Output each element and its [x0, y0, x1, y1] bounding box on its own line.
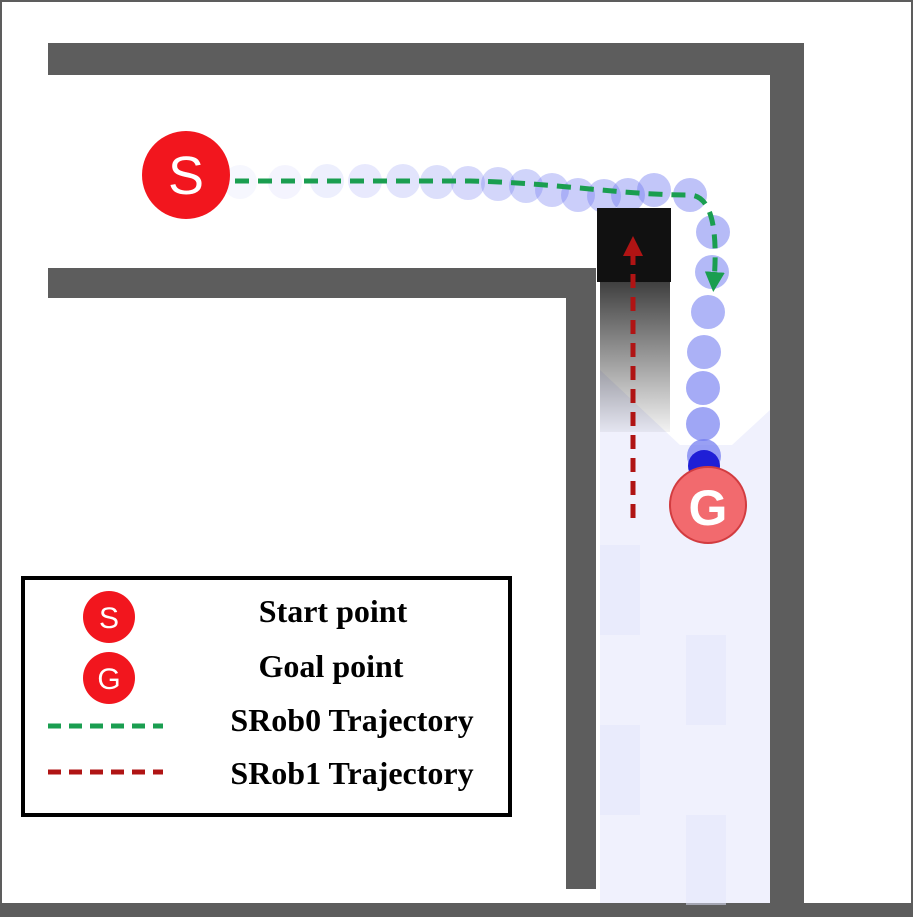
start-marker-letter: S: [168, 146, 204, 206]
trail-ghost: [687, 335, 721, 369]
legend-start-icon: [83, 591, 135, 643]
legend-goal-icon: [83, 652, 135, 704]
frame-bottom-edge: [0, 903, 913, 917]
trail-ghost: [695, 255, 729, 289]
trail-ghost: [420, 165, 454, 199]
trail-ghost: [348, 164, 382, 198]
legend-label-goal: Goal point: [259, 648, 404, 684]
legend: S Start point G Goal point SRob0 Traject…: [21, 576, 512, 817]
goal-marker-circle: [669, 466, 747, 544]
wall-inner-horizontal: [48, 268, 596, 298]
goal-marker: G: [669, 466, 747, 544]
trail-ghost: [686, 371, 720, 405]
trail-ghost: [686, 407, 720, 441]
sensor-cone: [600, 370, 770, 903]
goal-marker-letter: G: [689, 480, 728, 536]
start-marker: S: [142, 131, 230, 219]
legend-label-start: Start point: [259, 593, 408, 629]
legend-start-letter: S: [99, 602, 119, 635]
legend-goal-letter: G: [97, 663, 120, 696]
trail-ghost: [611, 178, 645, 212]
trail-ghost: [637, 173, 671, 207]
trail-ghost: [696, 215, 730, 249]
walls: [48, 43, 804, 903]
wall-inner-vertical: [566, 268, 596, 889]
legend-label-srob1: SRob1 Trajectory: [230, 755, 473, 791]
srob1-body: [597, 208, 671, 282]
trail-ghost: [535, 173, 569, 207]
legend-label-srob0: SRob0 Trajectory: [230, 702, 473, 738]
trail-ghost: [587, 179, 621, 213]
trail-ghost: [691, 295, 725, 329]
srob0-trajectory: [212, 178, 725, 292]
wall-top: [48, 43, 804, 75]
trail-ghost: [509, 169, 543, 203]
srob0-trail: [223, 164, 730, 473]
wall-right: [770, 43, 804, 903]
trail-ghost: [673, 178, 707, 212]
start-marker-circle: [142, 131, 230, 219]
